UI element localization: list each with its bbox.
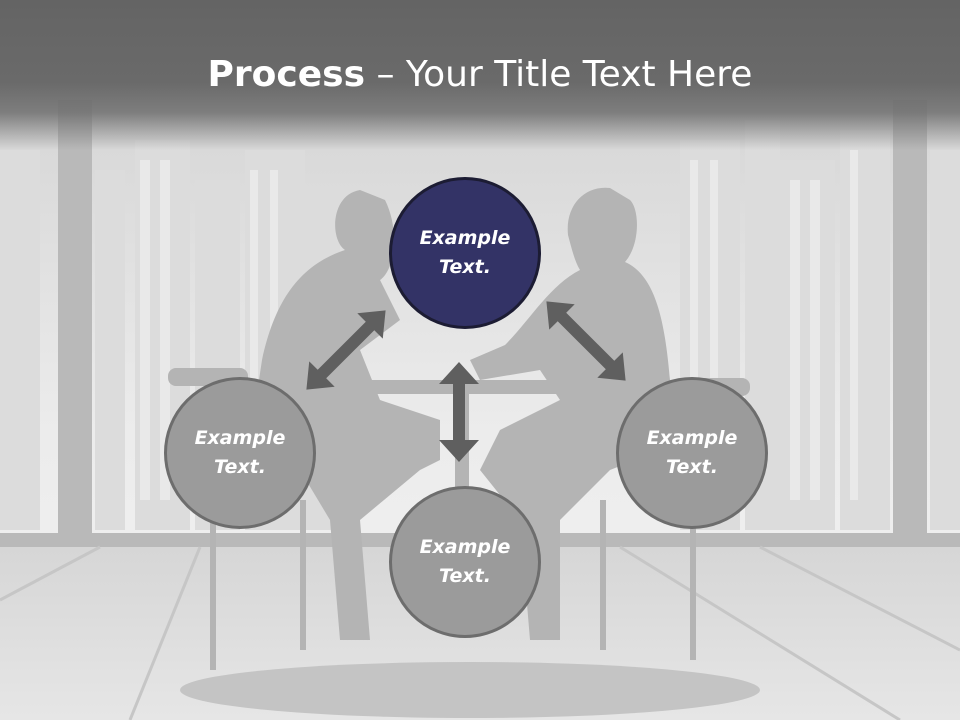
process-node-top[interactable]: Example Text.	[389, 177, 541, 329]
node-bottom-label: Example Text.	[419, 536, 511, 587]
double-arrow-vertical	[439, 362, 479, 462]
double-arrow-top-right	[546, 301, 626, 381]
title-bold: Process	[207, 54, 366, 95]
process-node-bottom[interactable]: Example Text.	[389, 486, 541, 638]
slide-title: Process – Your Title Text Here	[0, 52, 960, 98]
title-rest: – Your Title Text Here	[365, 54, 753, 95]
node-left-label: Example Text.	[194, 427, 286, 478]
node-top-label: Example Text.	[419, 227, 511, 278]
floor-lines	[0, 545, 960, 720]
process-node-right[interactable]: Example Text.	[616, 377, 768, 529]
double-arrow-top-left	[306, 310, 386, 390]
process-node-left[interactable]: Example Text.	[164, 377, 316, 529]
title-bar	[0, 0, 960, 150]
node-right-label: Example Text.	[646, 427, 738, 478]
